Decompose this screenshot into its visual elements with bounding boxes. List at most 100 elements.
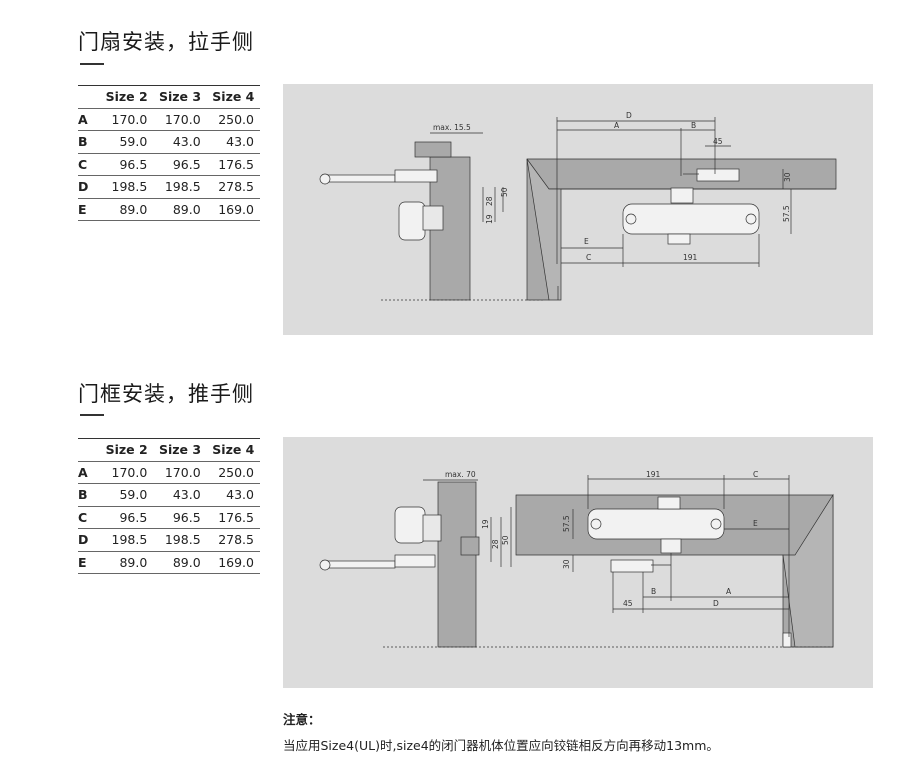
- title-underline: [80, 63, 104, 65]
- dim-label: D: [713, 599, 719, 608]
- closer-arm: [660, 538, 682, 554]
- cell: 250.0: [206, 108, 260, 131]
- row-key: B: [78, 130, 100, 154]
- closer-side-body: [394, 506, 426, 544]
- cell: 250.0: [206, 461, 260, 484]
- cell: 59.0: [100, 130, 154, 154]
- table-header-size4: Size 4: [206, 85, 260, 109]
- table-header-row: Size 2 Size 3 Size 4: [78, 85, 260, 109]
- arm-rod: [322, 174, 396, 183]
- row-key: B: [78, 483, 100, 507]
- dim-label: E: [753, 519, 758, 528]
- row-key: E: [78, 551, 100, 574]
- dim-label: 50: [500, 187, 509, 197]
- table-header-size2: Size 2: [100, 85, 154, 109]
- cell: 170.0: [153, 461, 207, 484]
- dim-label: 19: [481, 519, 490, 529]
- table-header-size3: Size 3: [153, 438, 207, 462]
- arm-bracket: [394, 554, 436, 568]
- dim-label: 28: [491, 539, 500, 549]
- row-key: A: [78, 108, 100, 131]
- diagram-door-leaf-svg: max. 15.5 D A B 45 30 57.5 E C 191 50 28…: [319, 111, 837, 301]
- dim-label: max. 15.5: [433, 123, 471, 132]
- dim-label: B: [691, 121, 696, 130]
- cell: 170.0: [100, 461, 154, 484]
- dim-label: 28: [485, 196, 494, 206]
- diagram-frame: max. 70 191 C E 57.5 30 45 B A D 19 28 5…: [283, 437, 873, 688]
- cell: 96.5: [100, 153, 154, 176]
- dim-label: 30: [783, 172, 792, 182]
- cell: 96.5: [153, 153, 207, 176]
- dim-label: D: [626, 111, 632, 120]
- cell: 169.0: [206, 551, 260, 574]
- table-header-size2: Size 2: [100, 438, 154, 462]
- cell: 59.0: [100, 483, 154, 507]
- cell: 43.0: [206, 130, 260, 154]
- table-header-blank: [78, 438, 100, 462]
- dim-label: 191: [683, 253, 698, 262]
- row-key: D: [78, 528, 100, 552]
- row-key: A: [78, 461, 100, 484]
- cell: 43.0: [206, 483, 260, 507]
- cell: 89.0: [153, 551, 207, 574]
- dim-label: C: [586, 253, 591, 262]
- dim-label: 50: [501, 535, 510, 545]
- section-title-door-leaf: 门扇安装，拉手侧: [78, 30, 254, 54]
- dim-label: 57.5: [562, 515, 571, 532]
- cell: 170.0: [153, 108, 207, 131]
- cell: 89.0: [100, 198, 154, 221]
- cell: 198.5: [100, 175, 154, 199]
- dim-label: 30: [562, 559, 571, 569]
- row-key: E: [78, 198, 100, 221]
- cell: 89.0: [153, 198, 207, 221]
- section-title-frame: 门框安装，推手侧: [78, 382, 254, 406]
- note-heading: 注意：: [283, 712, 321, 727]
- diagram-door-leaf: max. 15.5 D A B 45 30 57.5 E C 191 50 28…: [283, 84, 873, 335]
- cell: 198.5: [100, 528, 154, 552]
- door-leaf-top: [414, 141, 452, 158]
- note-text: 当应用Size4(UL)时,size4的闭门器机体位置应向铰链相反方向再移动13…: [283, 738, 719, 753]
- arm-bracket: [394, 169, 438, 183]
- cell: 43.0: [153, 130, 207, 154]
- dim-label: E: [584, 237, 589, 246]
- cell: 176.5: [206, 506, 260, 529]
- cell: 278.5: [206, 528, 260, 552]
- dim-label: A: [614, 121, 620, 130]
- table-header-size3: Size 3: [153, 85, 207, 109]
- dim-label: 45: [713, 137, 723, 146]
- table-header-size4: Size 4: [206, 438, 260, 462]
- dim-label: B: [651, 587, 656, 596]
- closer-body: [622, 203, 760, 235]
- cell: 176.5: [206, 153, 260, 176]
- cell: 278.5: [206, 175, 260, 199]
- cell: 96.5: [100, 506, 154, 529]
- frame-inner: [526, 158, 562, 301]
- table-header-row: Size 2 Size 3 Size 4: [78, 438, 260, 462]
- frame-inner: [782, 493, 834, 648]
- dim-label: 19: [485, 214, 494, 224]
- row-key: C: [78, 153, 100, 176]
- row-key: D: [78, 175, 100, 199]
- cell: 170.0: [100, 108, 154, 131]
- cell: 43.0: [153, 483, 207, 507]
- dim-label: 191: [646, 470, 661, 479]
- closer-body: [587, 508, 725, 540]
- cell: 169.0: [206, 198, 260, 221]
- title-underline: [80, 414, 104, 416]
- closer-side-body: [398, 201, 426, 241]
- dim-label: 45: [623, 599, 633, 608]
- dim-label: 57.5: [782, 205, 791, 222]
- closer-arm: [670, 187, 694, 204]
- cell: 198.5: [153, 528, 207, 552]
- dim-label: A: [726, 587, 732, 596]
- arm-shoe: [696, 168, 740, 182]
